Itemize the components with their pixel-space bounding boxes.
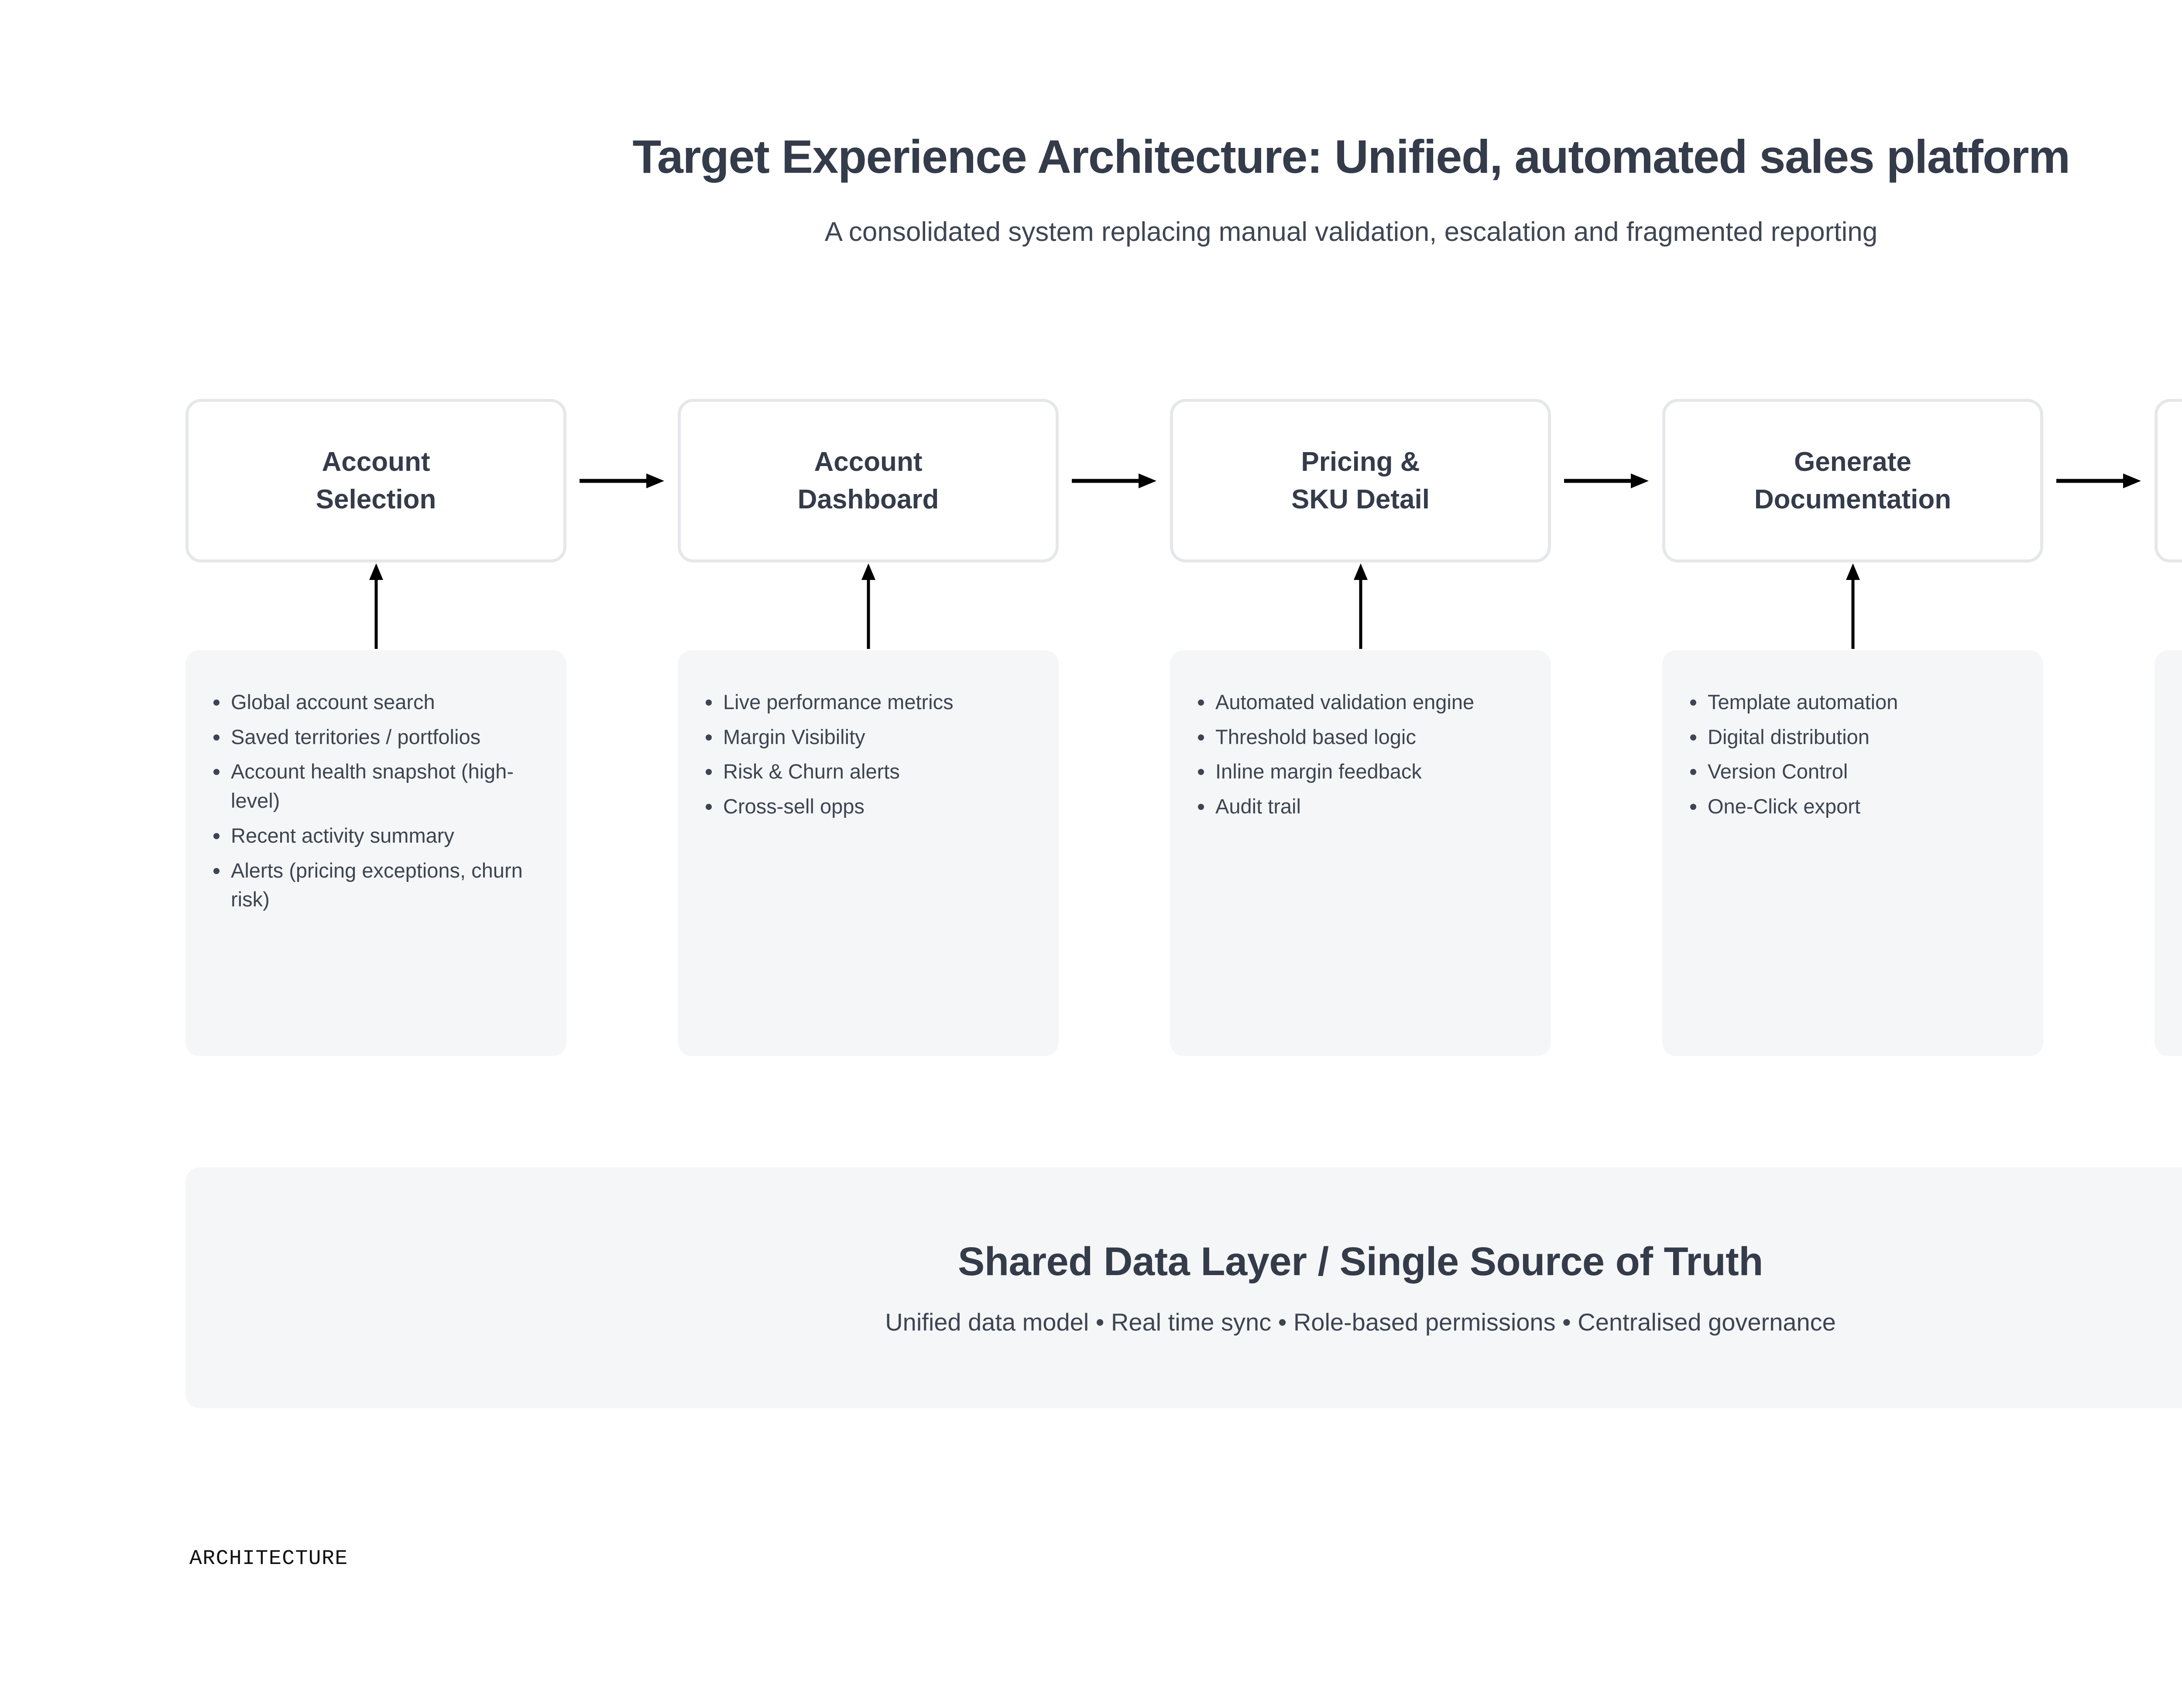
connector-cell (678, 562, 1059, 650)
banner-subtitle: Unified data model • Real time sync • Ro… (885, 1308, 1836, 1336)
page-subtitle: A consolidated system replacing manual v… (824, 216, 1878, 247)
list-item: Automated validation engine (1198, 688, 1531, 717)
detail-list: Global account search Saved territories … (206, 688, 546, 914)
arrow-right-icon (579, 472, 666, 490)
banner-title: Shared Data Layer / Single Source of Tru… (957, 1239, 1763, 1284)
connector-cell (185, 562, 566, 650)
footer-section-label: ARCHITECTURE (189, 1547, 348, 1571)
list-item: Risk & Churn alerts (706, 757, 1039, 786)
detail-list: Shared dashboards Live region sync Perfo… (2175, 688, 2182, 821)
stage-box-real-time-reporting[interactable]: Real-Time Reporting (2155, 399, 2182, 562)
list-item: Cross-sell opps (706, 792, 1039, 821)
stage-title: Account Dashboard (797, 446, 939, 514)
list-item: Template automation (1690, 688, 2023, 717)
connector-row (185, 562, 2182, 650)
shared-data-layer-banner: Shared Data Layer / Single Source of Tru… (185, 1167, 2182, 1408)
connector-gap (2055, 562, 2143, 650)
detail-panels-row: Global account search Saved territories … (185, 650, 2182, 1056)
detail-list: Automated validation engine Threshold ba… (1190, 688, 1531, 821)
list-item: Recent activity summary (213, 821, 546, 851)
flow-stage-row: Account Selection Account Dashboard Pric… (185, 399, 2182, 562)
stage-box-account-selection[interactable]: Account Selection (185, 399, 566, 562)
detail-panel-real-time-reporting: Shared dashboards Live region sync Perfo… (2155, 650, 2182, 1056)
list-item: Inline margin feedback (1198, 757, 1531, 786)
detail-panel-generate-documentation: Template automation Digital distribution… (1662, 650, 2043, 1056)
list-item: Audit trail (1198, 792, 1531, 821)
list-item: Saved territories / portfolios (213, 723, 546, 752)
list-item: Live performance metrics (706, 688, 1039, 717)
connector-gap (1563, 562, 1650, 650)
list-item: Global account search (213, 688, 546, 717)
list-item: Alerts (pricing exceptions, churn risk) (213, 856, 546, 914)
list-item: Margin Visibility (706, 723, 1039, 752)
stage-title: Generate Documentation (1754, 446, 1952, 514)
list-item: Threshold based logic (1198, 723, 1531, 752)
connector-cell (2155, 562, 2182, 650)
connector-cell (1662, 562, 2043, 650)
list-item: Digital distribution (1690, 723, 2023, 752)
arrow-right-icon (2055, 472, 2143, 490)
arrow-up-icon (1844, 562, 1862, 650)
arrow-right-icon (1563, 472, 1650, 490)
arrow-right-icon (1071, 472, 1158, 490)
stage-title: Pricing & SKU Detail (1291, 446, 1430, 514)
list-item: Account health snapshot (high-level) (213, 757, 546, 815)
detail-list: Live performance metrics Margin Visibili… (698, 688, 1039, 821)
detail-panel-account-selection: Global account search Saved territories … (185, 650, 566, 1056)
stage-title: Account Selection (316, 446, 436, 514)
connector-gap (579, 562, 666, 650)
list-item: One-Click export (1690, 792, 2023, 821)
page-header: Target Experience Architecture: Unified,… (0, 130, 2182, 248)
detail-list: Template automation Digital distribution… (1682, 688, 2023, 821)
stage-box-pricing-sku-detail[interactable]: Pricing & SKU Detail (1170, 399, 1551, 562)
detail-panel-account-dashboard: Live performance metrics Margin Visibili… (678, 650, 1059, 1056)
arrow-up-icon (367, 562, 385, 650)
connector-gap (1071, 562, 1158, 650)
connector-cell (1170, 562, 1551, 650)
detail-panel-pricing-sku-detail: Automated validation engine Threshold ba… (1170, 650, 1551, 1056)
page-title: Target Experience Architecture: Unified,… (632, 130, 2070, 183)
list-item: Version Control (1690, 757, 2023, 786)
arrow-up-icon (860, 562, 877, 650)
stage-box-generate-documentation[interactable]: Generate Documentation (1662, 399, 2043, 562)
stage-box-account-dashboard[interactable]: Account Dashboard (678, 399, 1059, 562)
arrow-up-icon (1352, 562, 1369, 650)
